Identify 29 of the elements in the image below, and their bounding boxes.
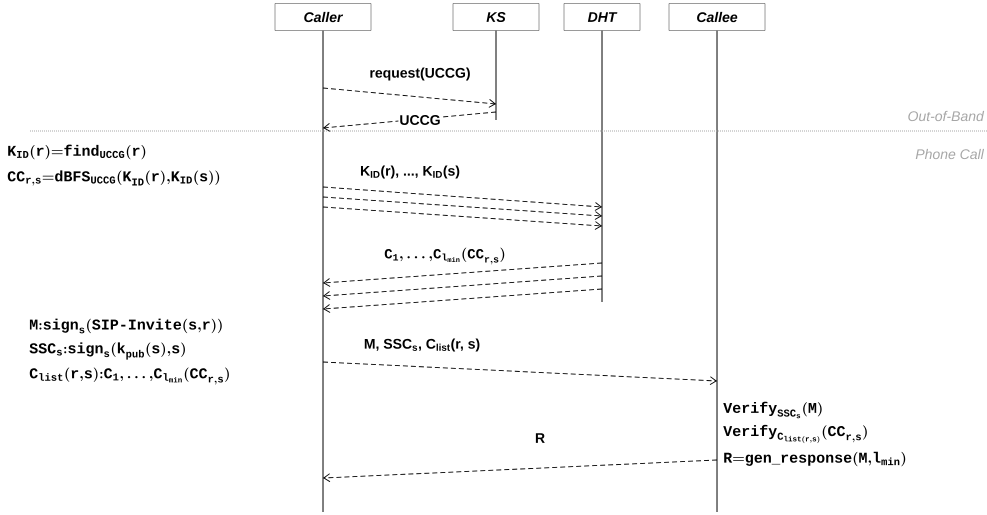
participant-box: Callee (668, 3, 766, 31)
message-arrow (322, 186, 602, 211)
message-label: K$_{ID}$(r), ..., K$_{ID}$(s) (360, 165, 460, 179)
message-arrow (322, 196, 602, 220)
participant-box: Caller (274, 3, 372, 31)
formula-text: $\mathtt{C}_{\mathtt{list}}\mathtt{(r}{,}\mathtt{s)}{:}\mathtt{C}_{\mathtt{1}}{,}\ldots{,}\mathtt{C}_{\mathtt{l}_{\mathtt{min}}}\mathtt{(CC}_{\mathtt{r}{,}\mathtt{s}}\mathtt{)}$ (30, 367, 229, 385)
formula-text: $\mathtt{M}{:}\mathtt{sign}_{\mathtt{s}}\mathtt{(SIP}{\text{\ttfamily -}}\mathtt{Invite(s}{,}\mathtt{r))}$ (30, 318, 222, 334)
message-arrow (322, 362, 718, 386)
participant-box: KS (452, 3, 540, 31)
section-label: Out-of-Band (908, 110, 984, 122)
participant-box: DHT (564, 3, 640, 31)
message-label: request(UCCG) (370, 67, 470, 81)
formula-text: $\mathtt{Verify}_{\mathtt{C}_{\mathtt{list(r}{,}\mathtt{s)}}}\mathtt{(CC}_{\mathtt{r}{,}\mathtt{s}}\mathtt{)}$ (723, 424, 867, 444)
formula-text: $\mathtt{CC}_{\mathtt{r}{,}\mathtt{s}}{=}\mathtt{dBFS}_{\mathtt{UCCG}}\mathtt{(K}_{\mathtt{ID}}\mathtt{(r)}{,}\mathtt{K}_{\mathtt{ID}}\mathtt{(s))}$ (8, 170, 220, 186)
message-label: $\mathtt{C}_{\mathtt{1}}{,}\ldots{,}\mathtt{C}_{\mathtt{l}_{\mathtt{min}}}\mathtt{(CC}_{\mathtt{r}{,}\mathtt{s}}\mathtt{)}$ (384, 248, 504, 264)
message-label: R (536, 433, 545, 443)
formula-text: $\mathtt{SSC}_{\mathtt{s}}{:}\mathtt{sign}_{\mathtt{s}}\mathtt{(k}_{\mathtt{pub}}\mathtt{(s)}{,}\mathtt{s)}$ (29, 342, 185, 360)
formula-text: $\mathtt{K}_{\mathtt{ID}}\mathtt{(r)}{=}\mathtt{find}_{\mathtt{UCCG}}\mathtt{(r)}$ (8, 144, 146, 160)
section-label: Phone Call (916, 148, 984, 160)
formula-text: $\mathtt{Verify}_{\mathtt{SSC}_{\mathtt{s}}}\mathtt{(M)}$ (723, 402, 822, 418)
message-label: M, SSC$_{s}$, C$_{list}$(r, s) (364, 338, 480, 352)
message-arrow (322, 206, 602, 230)
message-label: UCCG (400, 115, 440, 125)
message-arrow (323, 460, 718, 482)
message-arrow (323, 276, 602, 300)
message-arrow (323, 288, 602, 313)
formula-text: $\mathtt{R}{=}\mathtt{gen\_response(M}{,}\mathtt{l}_{\mathtt{min}}\mathtt{)}$ (724, 452, 906, 466)
message-arrow (322, 88, 496, 108)
message-arrow (323, 262, 602, 287)
